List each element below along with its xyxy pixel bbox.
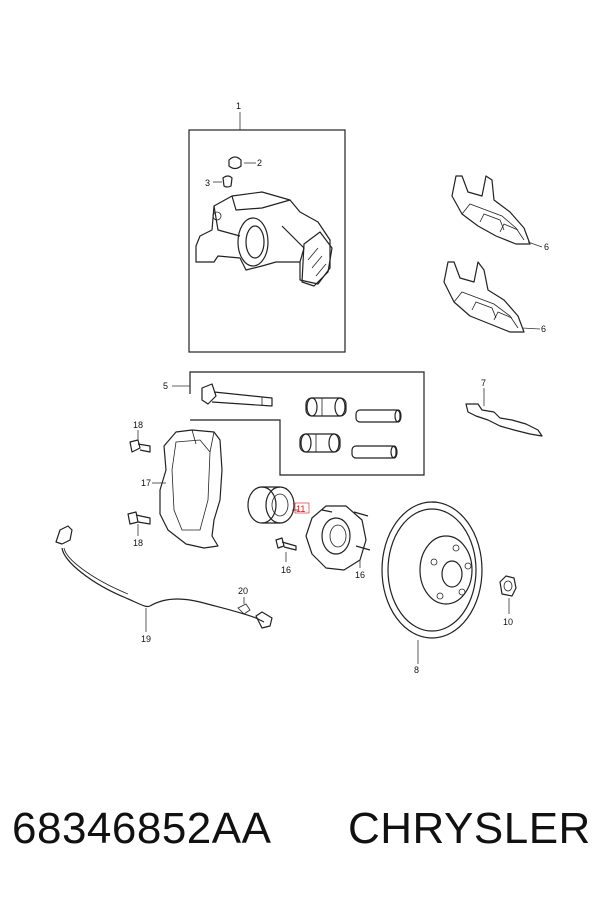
- brand-label: CHRYSLER: [348, 804, 591, 853]
- callout-2: 2: [257, 158, 262, 168]
- brake-pad-upper: 6: [451, 175, 549, 252]
- wire-clip: 20: [238, 586, 248, 604]
- caliper-body: [195, 191, 333, 287]
- callout-5: 5: [163, 381, 168, 391]
- caliper-group-frame: [188, 129, 346, 353]
- wear-sensor-wire: 19: [55, 525, 273, 644]
- bracket-bolt-upper: 18: [129, 420, 151, 453]
- callout-18-upper: 18: [133, 420, 143, 430]
- hub-nut: 10: [499, 575, 517, 627]
- callout-18-lower: 18: [133, 538, 143, 548]
- callout-6-lower: 6: [541, 324, 546, 334]
- callout-16-right: 16: [355, 570, 365, 580]
- callout-20: 20: [238, 586, 248, 596]
- callout-16-left: 16: [281, 565, 291, 575]
- bracket-bolt-lower: 18: [127, 511, 151, 548]
- sleeve-lower: [351, 445, 398, 459]
- pin-bushing-group: 5: [163, 371, 425, 476]
- sleeve-upper: [355, 409, 402, 423]
- brake-parts-diagram: 1 2 3: [55, 101, 549, 675]
- caliper-anchor-bracket: 17: [141, 429, 223, 549]
- spring-clip: 7: [465, 378, 543, 437]
- wheel-stud: 16: [275, 537, 297, 575]
- bushing-lower: [299, 433, 341, 453]
- wheel-bearing: 11: [247, 486, 310, 524]
- callout-11: 11: [296, 504, 305, 514]
- footer-bar: 68346852AA CHRYSLER: [0, 800, 600, 880]
- callout-11-highlight: [294, 502, 310, 514]
- bushing-upper: [305, 397, 347, 417]
- callout-8: 8: [414, 665, 419, 675]
- callout-3: 3: [205, 178, 210, 188]
- callout-6-upper: 6: [544, 242, 549, 252]
- brake-pad-lower: 6: [443, 261, 546, 334]
- callout-10: 10: [503, 617, 513, 627]
- callout-17: 17: [141, 478, 151, 488]
- callout-1: 1: [236, 101, 241, 111]
- callout-19: 19: [141, 634, 151, 644]
- guide-pin-bolt: [201, 383, 273, 407]
- brake-rotor: 8: [381, 501, 483, 675]
- bleeder-cap: 2: [228, 156, 262, 170]
- bleeder-screw: 3: [205, 175, 233, 188]
- part-number-label: 68346852AA: [12, 804, 272, 853]
- caliper-assembly-group: 1 2 3: [188, 101, 346, 353]
- callout-7: 7: [481, 378, 486, 388]
- wheel-hub: 16: [305, 505, 371, 580]
